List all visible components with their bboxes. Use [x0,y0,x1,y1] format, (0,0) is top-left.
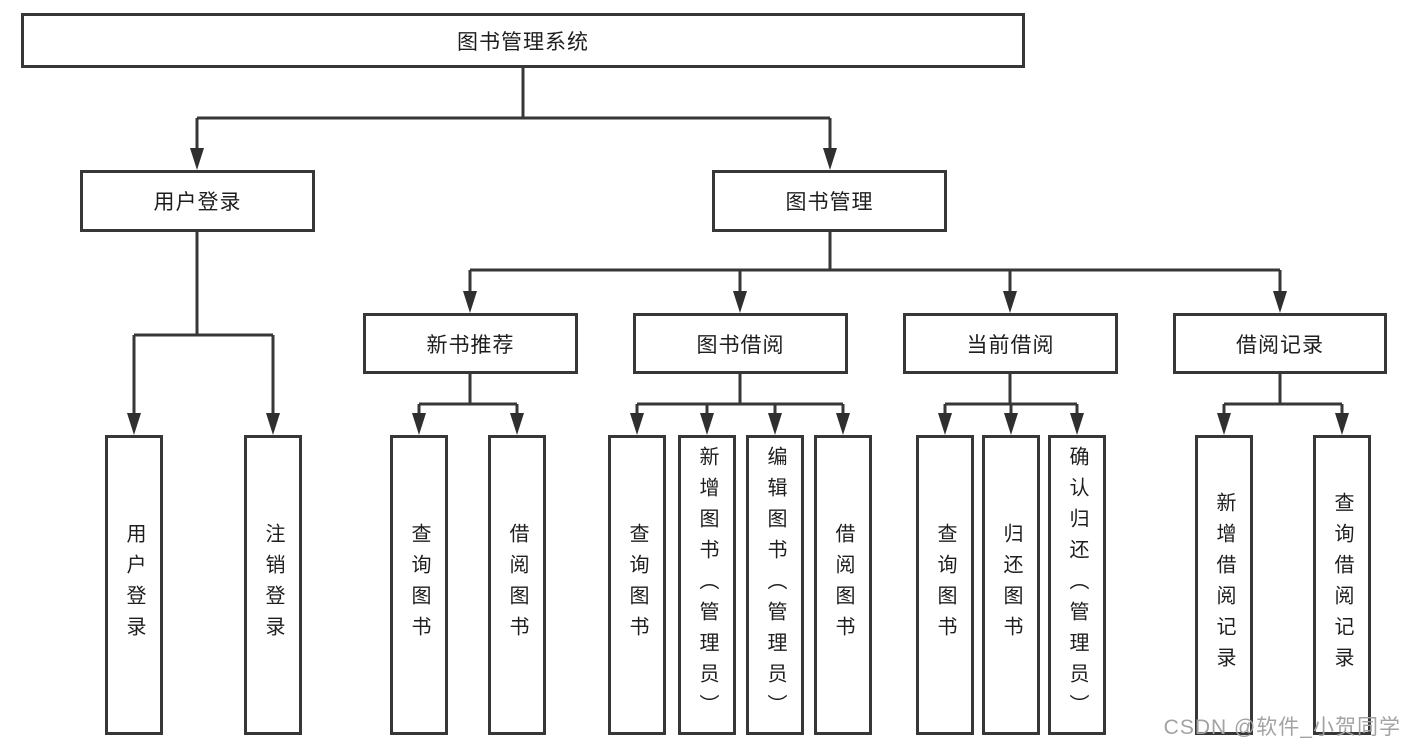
leaf-query-borrowing-record: 查询借阅记录 [1313,435,1371,735]
leaf-query-books-recommend: 查询图书 [390,435,448,735]
leaf-logout-login: 注销登录 [244,435,302,735]
node-label: 借阅图书 [506,523,528,647]
node-label: 图书管理 [785,191,874,214]
node-label: 借阅图书 [832,523,854,647]
node-book-borrowing: 图书借阅 [633,313,848,374]
csdn-watermark: CSDN @软件_小贺同学 [1163,716,1401,739]
node-library-management-system: 图书管理系统 [21,13,1025,68]
node-label: 新增图书（管理员） [696,445,718,725]
node-label: 用户登录 [153,191,242,214]
leaf-confirm-return-admin: 确认归还（管理员） [1048,435,1106,735]
leaf-edit-books-admin: 编辑图书（管理员） [746,435,804,735]
leaf-borrow-books-borrowing: 借阅图书 [814,435,872,735]
leaf-borrow-books-recommend: 借阅图书 [488,435,546,735]
node-label: 查询图书 [934,523,956,647]
node-label: 查询图书 [408,523,430,647]
node-book-management: 图书管理 [712,170,947,232]
node-user-login: 用户登录 [80,170,315,232]
node-new-book-recommendation: 新书推荐 [363,313,578,374]
node-label: 查询图书 [626,523,648,647]
node-label: 确认归还（管理员） [1066,445,1088,725]
node-label: 归还图书 [1000,523,1022,647]
node-label: 注销登录 [262,523,284,647]
arrowheads [127,148,1349,435]
node-label: 当前借阅 [966,333,1055,357]
node-current-borrowing: 当前借阅 [903,313,1118,374]
node-borrowing-records: 借阅记录 [1173,313,1387,374]
leaf-query-books-borrowing: 查询图书 [608,435,666,735]
node-label: 图书管理系统 [457,30,589,54]
leaf-add-borrowing-record: 新增借阅记录 [1195,435,1253,735]
leaf-user-login: 用户登录 [105,435,163,735]
node-label: 编辑图书（管理员） [764,445,786,725]
leaf-query-books-current: 查询图书 [916,435,974,735]
node-label: 查询借阅记录 [1331,492,1353,678]
leaf-return-books: 归还图书 [982,435,1040,735]
node-label: 用户登录 [123,523,145,647]
node-label: 新书推荐 [426,333,515,357]
node-label: 借阅记录 [1236,333,1324,357]
node-label: 图书借阅 [696,333,785,357]
leaf-add-books-admin: 新增图书（管理员） [678,435,736,735]
node-label: 新增借阅记录 [1213,492,1235,678]
